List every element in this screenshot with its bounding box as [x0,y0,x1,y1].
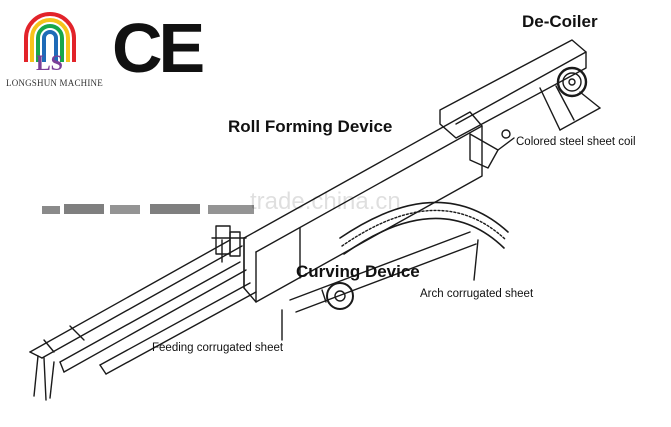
feed-frame [211,225,247,257]
roll-forming-box [243,111,483,303]
label-coil: Colored steel sheet coil [516,136,636,148]
label-roll-forming: Roll Forming Device [228,117,393,136]
label-decoiler: De-Coiler [522,12,598,31]
label-feeding-sheet: Feeding corrugated sheet [152,342,284,354]
coil-wheel-icon [556,66,588,98]
logo-letters: LS [36,50,63,75]
label-curving: Curving Device [296,262,420,281]
support-legs [33,239,479,401]
obscured-label [42,204,254,214]
chassis [289,231,477,313]
label-arch-sheet: Arch corrugated sheet [420,288,534,300]
decoiler-arm [439,39,601,139]
brand-name: LONGSHUN MACHINE [6,78,103,88]
longshun-logo-icon: LS [24,12,76,75]
coil-cradle [469,129,515,169]
ce-mark: CE [112,9,203,87]
feeding-rails [29,239,257,375]
arch-sheet [339,201,509,255]
watermark: trade.china.cn [250,188,401,215]
